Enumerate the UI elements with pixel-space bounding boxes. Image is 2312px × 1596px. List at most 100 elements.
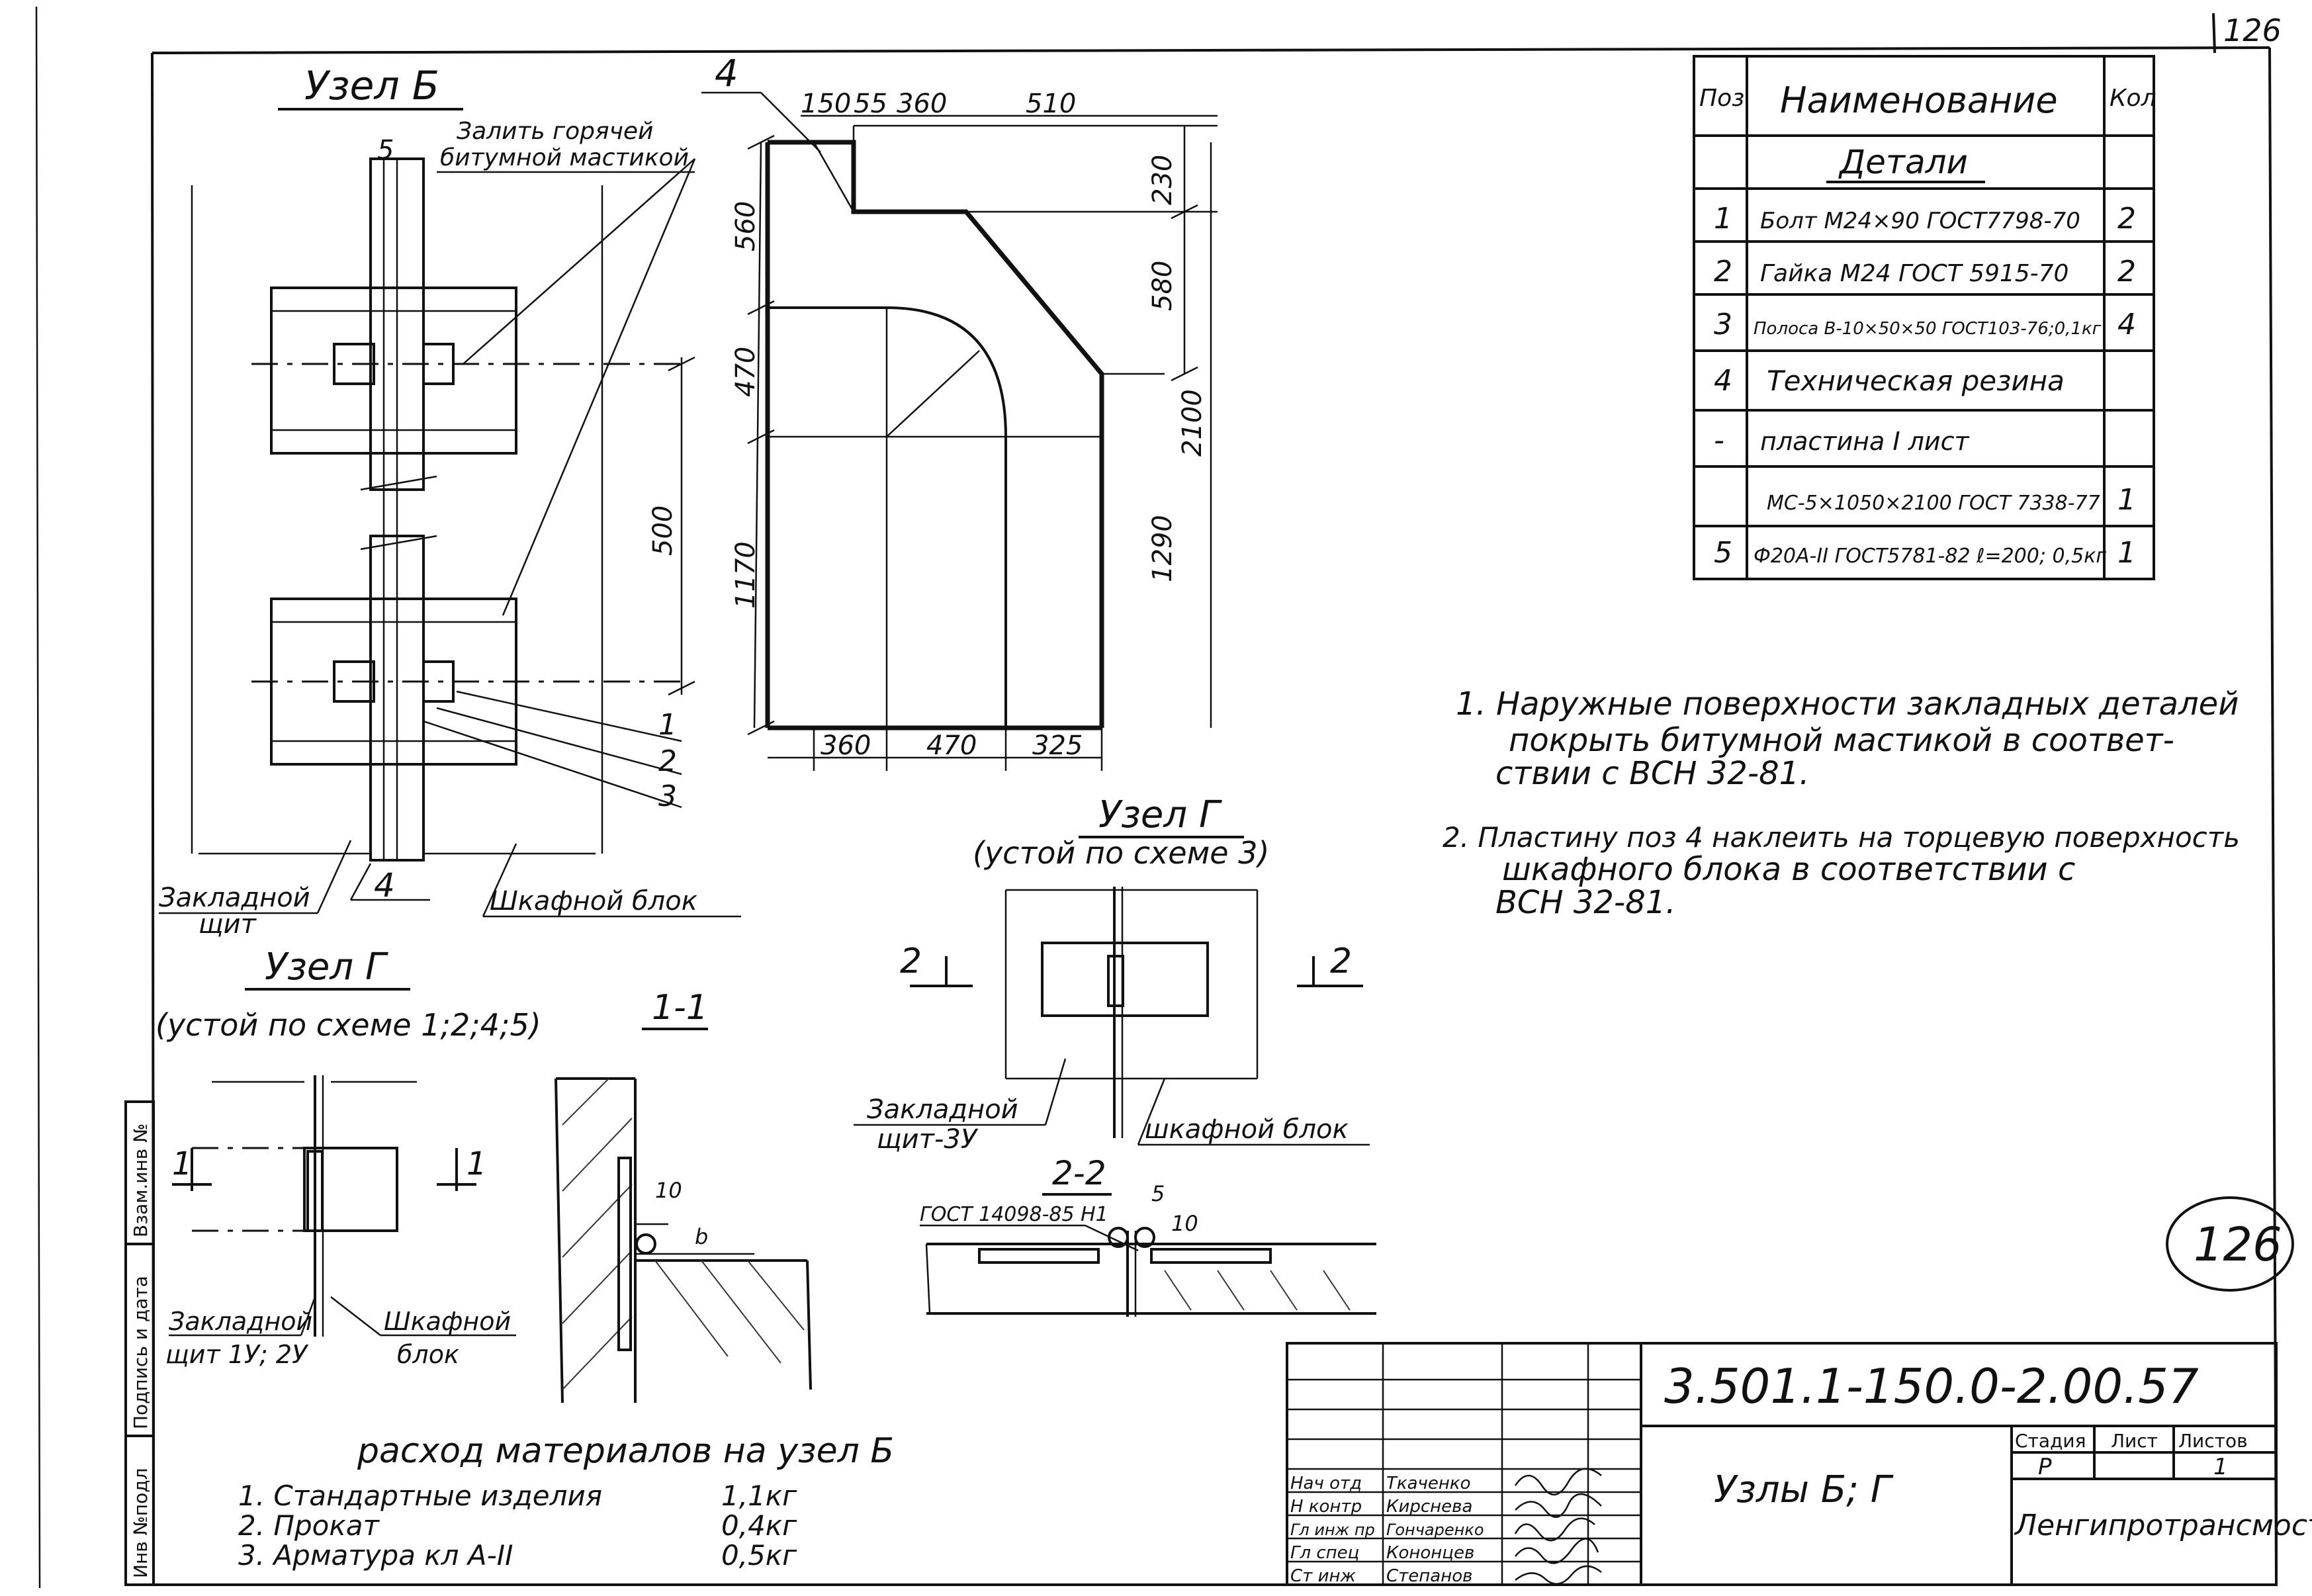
title-block-org: Ленгипротрансмост xyxy=(2014,1509,2312,1542)
node-b-pos5: 5 xyxy=(377,135,394,165)
spec-row-7-qty: 1 xyxy=(2117,536,2136,570)
staff-4-name: Кононцев xyxy=(1386,1543,1474,1563)
note-2-line-3: ВСН 32-81. xyxy=(1495,884,1676,921)
side-stamp-inv: Инв №подл xyxy=(130,1468,152,1578)
spec-row-6-name: МС-5×1050×2100 ГОСТ 7338-77 xyxy=(1767,492,2100,515)
plate-dim-left-1: 470 xyxy=(731,347,761,397)
plate-dim-bottom-1: 470 xyxy=(926,731,977,761)
plate-dim-top-0: 150 xyxy=(801,89,851,119)
node-g3-cut-right: 2 xyxy=(1330,942,1352,981)
spec-row-1-pos: 1 xyxy=(1714,202,1732,236)
spec-row-1-qty: 2 xyxy=(2117,202,2136,236)
node-g3-title: Узел Г xyxy=(1098,793,1222,836)
plate-dim-bottom-2: 325 xyxy=(1032,731,1083,761)
staff-2-name: Кирснева xyxy=(1386,1497,1472,1517)
node-g1-cut-left: 1 xyxy=(172,1145,193,1182)
title-block-code: 3.501.1-150.0-2.00.57 xyxy=(1664,1358,2199,1414)
node-g3-gost: ГОСТ 14098-85 Н1 xyxy=(920,1203,1108,1226)
spec-row-4-name: Техническая резина xyxy=(1767,365,2065,397)
general-notes: 1. Наружные поверхности закладных детале… xyxy=(1443,686,2240,921)
spec-header-qty: Кол xyxy=(2110,85,2156,112)
node-g1-panel-label-2: щит 1У; 2У xyxy=(165,1340,309,1369)
spec-row-6-qty: 1 xyxy=(2117,483,2136,517)
plate-dim-top-3: 510 xyxy=(1026,89,1076,119)
materials-row-2-value: 0,4кг xyxy=(721,1509,797,1542)
plate-dim-left-2: 1170 xyxy=(731,541,761,609)
staff-4-role: Гл спец xyxy=(1290,1543,1359,1563)
node-g1-block-label-2: блок xyxy=(397,1340,459,1369)
materials-row-2-label: 2. Прокат xyxy=(238,1509,380,1542)
spec-row-3-pos: 3 xyxy=(1714,308,1732,341)
stamp-number: 126 xyxy=(2194,1218,2282,1272)
spec-row-2-qty: 2 xyxy=(2117,255,2136,288)
node-g3-panel-label-2: щит-3У xyxy=(877,1124,979,1155)
spec-row-2-name: Гайка М24 ГОСТ 5915-70 xyxy=(1760,260,2068,287)
sheet-frame xyxy=(35,6,2278,1589)
note-1-line-1: 1. Наружные поверхности закладных детале… xyxy=(1456,686,2239,723)
node-g1-drawing: Узел Г (устой по схеме 1;2;4;5) 1-1 1 1 … xyxy=(156,946,812,1403)
node-b-panel-label-1: Закладной xyxy=(159,883,310,913)
staff-5-role: Ст инж xyxy=(1290,1566,1356,1586)
node-g3-subtitle: (устой по схеме 3) xyxy=(973,835,1269,871)
materials-row-3-label: 3. Арматура кл А-II xyxy=(238,1539,513,1572)
staff-2-role: Н контр xyxy=(1290,1497,1362,1517)
node-g3-panel-label-1: Закладной xyxy=(867,1094,1018,1125)
title-block-sheet-label: Лист xyxy=(2111,1430,2158,1452)
materials-summary: расход материалов на узел Б 1. Стандартн… xyxy=(238,1431,894,1572)
plate-dim-right-2: 1290 xyxy=(1147,515,1178,582)
node-g1-panel-label-1: Закладной xyxy=(169,1307,312,1336)
staff-3-name: Гончаренко xyxy=(1386,1521,1484,1539)
materials-row-1-value: 1,1кг xyxy=(721,1480,797,1512)
node-b-callout-1: 1 xyxy=(658,708,677,742)
materials-row-3-value: 0,5кг xyxy=(721,1539,797,1572)
note-2-line-1: 2. Пластину поз 4 наклеить на торцевую п… xyxy=(1443,821,2240,854)
title-block-name: Узлы Б; Г xyxy=(1714,1468,1894,1511)
staff-1-name: Ткаченко xyxy=(1386,1474,1471,1493)
side-stamp: Инв №подл Подпись и дата Взам.инв № xyxy=(124,1100,155,1586)
spec-header-name: Наименование xyxy=(1780,79,2058,121)
plate-dim-right-1: 580 xyxy=(1147,261,1178,311)
note-1-line-3: ствии с ВСН 32-81. xyxy=(1495,755,1809,792)
title-block-sheets: 1 xyxy=(2213,1454,2228,1480)
node-g1-block-label-1: Шкафной xyxy=(384,1307,511,1336)
plate-dim-top-1: 55 xyxy=(854,89,887,119)
staff-5-name: Степанов xyxy=(1386,1566,1472,1586)
title-block: 3.501.1-150.0-2.00.57 Узлы Б; Г Стадия Л… xyxy=(1286,1342,2312,1586)
spec-section-title: Детали xyxy=(1838,143,1968,181)
materials-title: расход материалов на узел Б xyxy=(357,1431,894,1471)
staff-1-role: Нач отд xyxy=(1290,1474,1362,1493)
spec-row-4-pos: 4 xyxy=(1714,364,1732,398)
node-g1-cut-right: 1 xyxy=(467,1145,487,1182)
materials-row-1-label: 1. Стандартные изделия xyxy=(238,1480,602,1512)
plate-4-drawing: 4 560 470 1170 150 55 360 510 xyxy=(701,52,1218,771)
note-1-line-2: покрыть битумной мастикой в соответ- xyxy=(1509,722,2174,759)
node-b-dim-500: 500 xyxy=(648,506,678,556)
node-b-callout-2: 2 xyxy=(658,744,677,778)
plate-dim-bottom-0: 360 xyxy=(821,731,871,761)
node-g3-dim-10: 10 xyxy=(1171,1211,1198,1236)
sheet-stamp: 126 xyxy=(2166,1196,2294,1292)
spec-row-7-pos: 5 xyxy=(1714,536,1732,570)
spec-row-7-name: Ф20А-II ГОСТ5781-82 ℓ=200; 0,5кг xyxy=(1754,545,2106,568)
node-g1-title: Узел Г xyxy=(265,946,388,989)
spec-row-1-name: Болт М24×90 ГОСТ7798-70 xyxy=(1760,208,2080,234)
spec-table: Поз Наименование Кол Детали 1 Болт М24×9… xyxy=(1693,55,2156,580)
node-g1-section: 1-1 xyxy=(652,988,708,1028)
plate-dim-right-0: 230 xyxy=(1147,155,1178,205)
node-b-drawing: Узел Б Залить горячей битумной мастикой … xyxy=(159,63,741,940)
plate-callout-4: 4 xyxy=(715,52,738,95)
spec-row-2-pos: 2 xyxy=(1714,255,1732,288)
title-block-sheets-label: Листов xyxy=(2178,1430,2248,1452)
node-g1-dim-10: 10 xyxy=(655,1178,682,1203)
side-stamp-sign: Подпись и дата xyxy=(130,1276,152,1429)
node-b-callout-3: 3 xyxy=(658,779,677,813)
staff-3-role: Гл инж пр xyxy=(1290,1521,1375,1539)
plate-dim-right-3: 2100 xyxy=(1177,389,1208,457)
node-g3-section: 2-2 xyxy=(1052,1154,1106,1192)
side-stamp-replace: Взам.инв № xyxy=(130,1124,152,1237)
spec-row-5-name: пластина I лист xyxy=(1760,427,1971,456)
note-2-line-2: шкафного блока в соответствии с xyxy=(1502,851,2075,888)
spec-header-pos: Поз xyxy=(1699,85,1744,112)
title-block-stage-label: Стадия xyxy=(2015,1430,2086,1452)
node-g1-dim-b: b xyxy=(695,1224,708,1249)
